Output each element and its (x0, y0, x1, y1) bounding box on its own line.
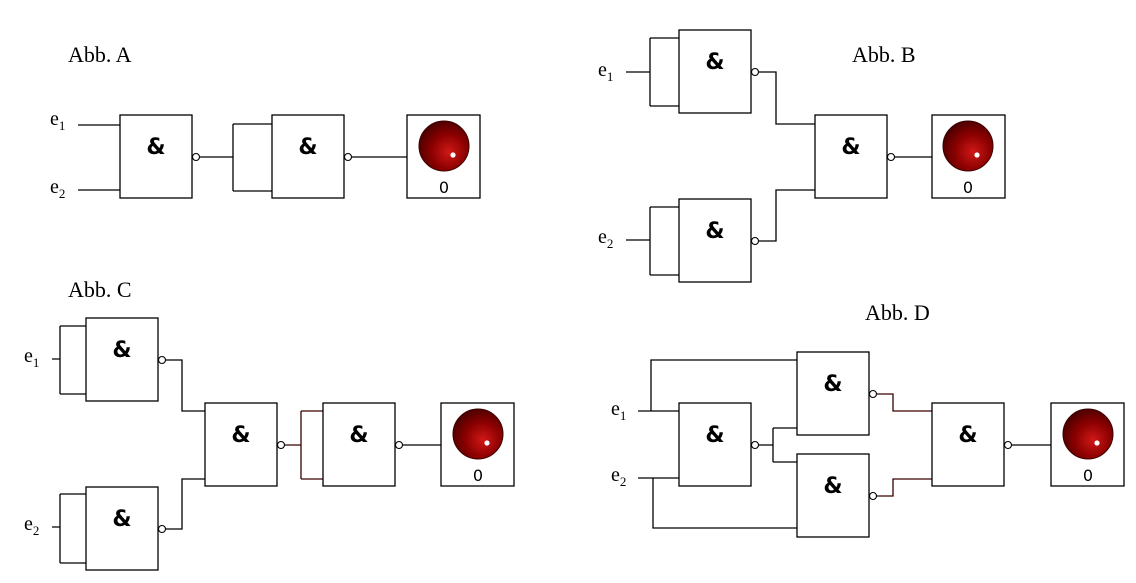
figure-d-nand-gate-3 (796, 453, 870, 538)
figure-b-input-1-wire (626, 37, 679, 107)
figure-c-input-1-wire (52, 325, 86, 395)
figure-c-nand-gate-1 (85, 317, 159, 402)
figure-b: Abb. B e1 e2 & & & 0 (598, 29, 1006, 283)
figure-d-title: Abb. D (865, 300, 930, 325)
figure-a-title: Abb. A (68, 42, 132, 67)
figure-c-title: Abb. C (68, 277, 132, 302)
figure-a: Abb. A e1 e2 & & 0 (50, 42, 481, 201)
figure-d-input-2-wire (638, 477, 797, 529)
figure-c-gate-4-symbol: & (349, 423, 368, 448)
figure-b-lamp-value: 0 (963, 178, 973, 197)
figure-c-wire-to-gate-4 (285, 410, 323, 480)
figure-b-input-2-label: e2 (598, 226, 613, 251)
figure-b-middle-wires (759, 71, 815, 242)
figure-c-gate-2-symbol: & (112, 507, 131, 532)
figure-c-input-1-label: e1 (24, 345, 39, 370)
figure-c-gate-3-symbol: & (231, 423, 250, 448)
figure-a-nand-gate-1 (119, 114, 193, 199)
figure-d-input-2-label: e2 (611, 464, 626, 489)
figure-c-middle-wires (166, 359, 205, 530)
figure-c-nand-gate-4 (322, 402, 396, 487)
figure-b-lamp-icon (942, 120, 994, 172)
figure-c-gate-1-output-bubble (157, 355, 167, 365)
figure-b-title: Abb. B (852, 42, 916, 67)
figure-d-gate-4-output-bubble (1003, 440, 1013, 450)
figure-d-gate-3-symbol: & (823, 474, 842, 499)
figure-c-gate-2-output-bubble (157, 524, 167, 534)
figure-d-nand-gate-1 (678, 402, 752, 487)
figure-c-gate-3-output-bubble (276, 440, 286, 450)
figure-b-input-1-label: e1 (598, 59, 613, 84)
figure-b-gate-1-output-bubble (750, 67, 760, 77)
figure-d-gate-4-symbol: & (958, 423, 977, 448)
figure-a-gate-1-output-bubble (191, 152, 201, 162)
figure-b-nand-gate-3 (814, 114, 888, 199)
figure-c-lamp-value: 0 (473, 466, 483, 485)
figure-a-input-wires (78, 124, 120, 191)
figure-c-gate-1-symbol: & (112, 338, 131, 363)
figure-a-wire-1 (200, 123, 272, 192)
figure-c-lamp-icon (452, 408, 504, 460)
figure-c-nand-gate-3 (204, 402, 278, 487)
figure-a-nand-gate-2 (271, 114, 345, 199)
figure-b-gate-3-output-bubble (886, 152, 896, 162)
figure-a-input-2-label: e2 (50, 176, 65, 201)
figure-d-gate-1-split-wire (759, 427, 797, 463)
figure-a-lamp-icon (418, 120, 470, 172)
figure-b-gate-2-symbol: & (705, 219, 724, 244)
figure-c: Abb. C e1 e2 & & & & 0 (24, 277, 515, 571)
figure-d-input-1-label: e1 (611, 398, 626, 423)
figure-a-gate-1-symbol: & (146, 135, 165, 160)
figure-b-gate-2-output-bubble (750, 236, 760, 246)
figure-d-middle-wires (877, 393, 932, 497)
figure-a-gate-2-symbol: & (298, 135, 317, 160)
figure-d-gate-3-output-bubble (868, 491, 878, 501)
figure-d-lamp-value: 0 (1083, 466, 1093, 485)
figure-d-gate-2-output-bubble (868, 389, 878, 399)
figure-a-input-1-label: e1 (50, 108, 65, 133)
figure-b-gate-3-symbol: & (841, 135, 860, 160)
figure-d-gate-2-symbol: & (823, 372, 842, 397)
figure-c-lamp-highlight (484, 440, 490, 446)
figure-b-gate-1-symbol: & (705, 50, 724, 75)
figure-c-input-2-wire (52, 493, 86, 564)
figure-c-nand-gate-2 (85, 486, 159, 571)
figure-d-gate-1-symbol: & (705, 423, 724, 448)
figure-a-gate-2-output-bubble (343, 152, 353, 162)
figure-d-gate-1-output-bubble (750, 440, 760, 450)
figure-a-lamp-value: 0 (439, 178, 449, 197)
figure-a-lamp-highlight (450, 152, 456, 158)
figure-c-gate-4-output-bubble (394, 440, 404, 450)
figure-d-nand-gate-4 (931, 402, 1005, 487)
figure-d-lamp-icon (1062, 408, 1114, 460)
figure-d-input-1-wire (638, 359, 797, 412)
figure-b-lamp-highlight (974, 152, 980, 158)
figure-d-lamp-highlight (1094, 440, 1100, 446)
figure-d: Abb. D e1 e2 & & & & 0 (611, 300, 1125, 538)
figure-d-nand-gate-2 (796, 351, 870, 436)
figure-b-input-2-wire (626, 206, 679, 276)
figure-c-input-2-label: e2 (24, 513, 39, 538)
